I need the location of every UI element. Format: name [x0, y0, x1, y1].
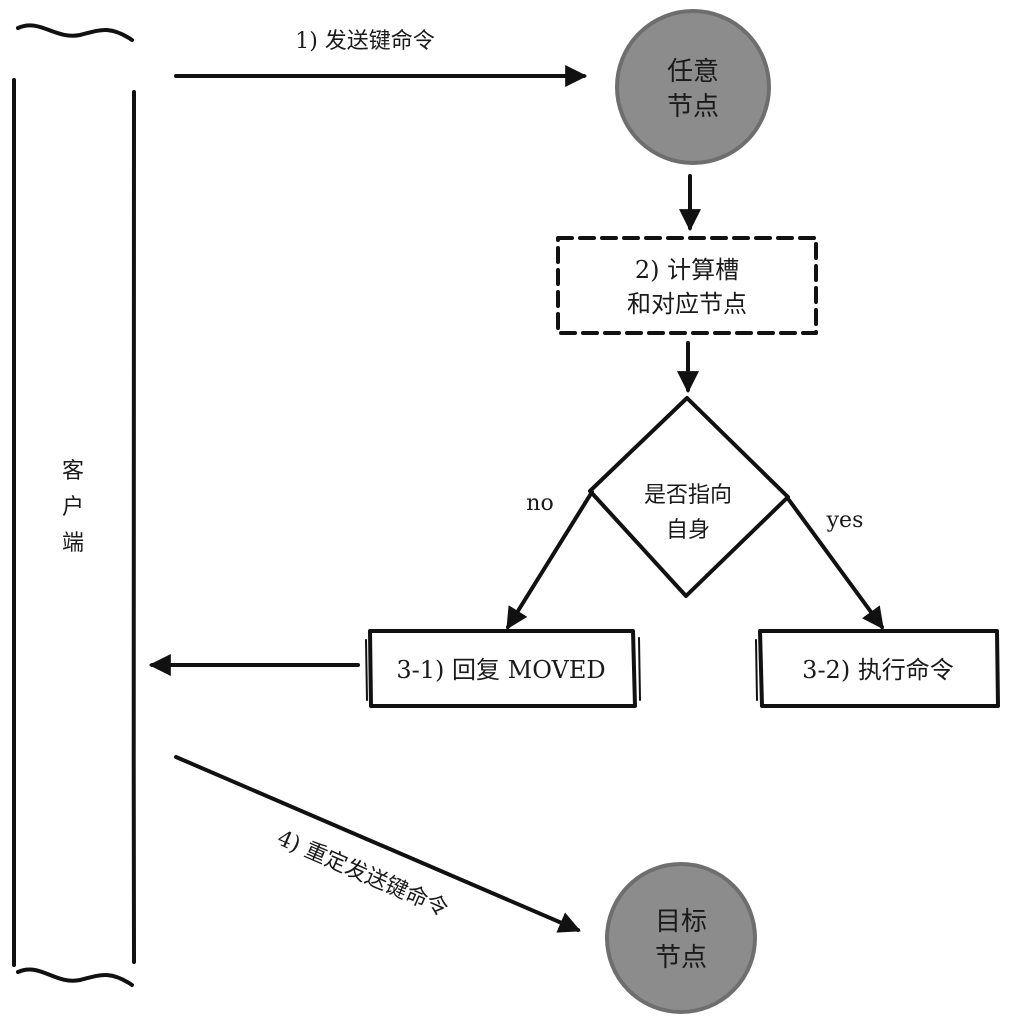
- arrow-branch-yes: [787, 498, 884, 630]
- compute-slot-box: 2) 计算槽 和对应节点: [556, 236, 818, 335]
- step4-resend: 4) 重定发送键命令: [174, 755, 581, 933]
- execute-command-rect: [758, 629, 1000, 708]
- compute-slot-rect: [556, 236, 818, 335]
- label-send-key-command: 1) 发送键命令: [295, 29, 435, 54]
- any-node: 任意 节点: [615, 9, 771, 165]
- reply-moved-label: 3-1) 回复 MOVED: [396, 656, 605, 684]
- label-resend-key-command: 4) 重定发送键命令: [273, 826, 451, 922]
- client-column: 客 户 端: [11, 23, 137, 987]
- label-branch-yes: yes: [826, 508, 864, 533]
- target-node-line-1: 目标: [655, 907, 707, 937]
- client-label-1: 客: [62, 459, 84, 484]
- reply-moved-box: 3-1) 回复 MOVED: [365, 629, 641, 708]
- any-node-circle: [615, 9, 771, 165]
- execute-command-left-edge: [755, 639, 758, 701]
- decision-line-2: 自身: [666, 518, 710, 543]
- step1-send: 1) 发送键命令: [174, 29, 588, 87]
- label-branch-no: no: [526, 491, 553, 516]
- decision-diamond: 是否指向 自身: [588, 396, 790, 598]
- reply-moved-right-edge: [638, 637, 641, 701]
- decision-line-1: 是否指向: [644, 483, 732, 508]
- client-right-rail: [131, 90, 137, 964]
- target-node-line-2: 节点: [655, 943, 707, 973]
- client-label-2: 户: [62, 495, 84, 520]
- arrow-branch-no: [506, 490, 594, 630]
- compute-slot-line-1: 2) 计算槽: [635, 256, 739, 284]
- target-node: 目标 节点: [605, 862, 757, 1014]
- client-left-rail: [11, 78, 17, 967]
- target-node-circle: [605, 862, 757, 1014]
- reply-moved-left-edge: [365, 639, 368, 701]
- execute-command-label: 3-2) 执行命令: [802, 656, 954, 684]
- any-node-line-2: 节点: [667, 92, 719, 122]
- reply-moved-rect: [368, 629, 637, 708]
- arrow-resend-key-command: [174, 755, 581, 933]
- decision-shape: [588, 396, 790, 598]
- client-top-wave: [16, 23, 134, 42]
- compute-slot-line-2: 和对应节点: [627, 290, 747, 318]
- client-bottom-wave: [16, 967, 134, 987]
- any-node-line-1: 任意: [667, 57, 719, 87]
- execute-command-box: 3-2) 执行命令: [755, 629, 1000, 708]
- client-label-3: 端: [62, 531, 84, 556]
